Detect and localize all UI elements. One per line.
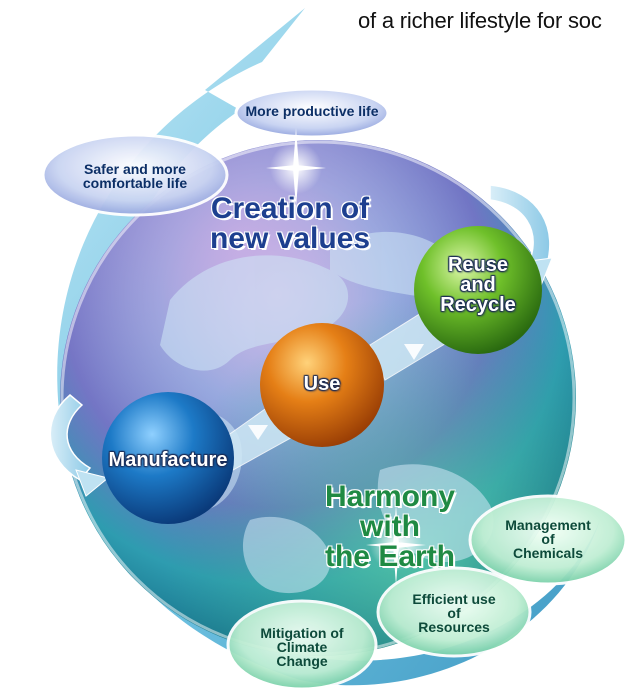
sphere-use	[260, 323, 384, 447]
sparkle-top	[266, 128, 326, 208]
label-line: More productive life	[245, 103, 379, 119]
label-line: Chemicals	[512, 545, 584, 561]
label-line: Recycle	[440, 294, 516, 316]
sphere-reuse-recycle	[414, 226, 542, 354]
label-line: Safer and more	[84, 161, 186, 177]
label-line: Mitigation of	[260, 625, 344, 641]
label-line: Reuse	[447, 254, 509, 276]
label-line: Manufacture	[108, 449, 228, 471]
band-arrow-2	[404, 344, 424, 360]
label-line: and	[460, 274, 496, 296]
label-manufacture: Manufacture	[98, 450, 238, 470]
heading-line: Creation of	[210, 192, 370, 225]
label-efficient-use-of-resources: Efficient use of Resources	[396, 592, 512, 634]
label-mitigation-of-climate-change: Mitigation of Climate Change	[244, 626, 360, 668]
heading-creation-of-new-values: Creation of new values	[200, 194, 380, 254]
label-line: Change	[276, 653, 328, 669]
label-line: Efficient use	[412, 591, 496, 607]
label-management-of-chemicals: Management of Chemicals	[490, 518, 606, 560]
label-more-productive-life: More productive life	[240, 104, 384, 118]
heading-harmony-with-the-earth: Harmony with the Earth	[300, 482, 480, 572]
sparkle-bottom	[366, 505, 426, 585]
label-line: comfortable life	[82, 175, 188, 191]
sphere-manufacture	[102, 392, 234, 524]
label-line: Use	[303, 373, 341, 395]
band-arrow-1	[248, 425, 268, 440]
label-reuse-and-recycle: Reuse and Recycle	[430, 255, 526, 315]
label-safer-comfortable-life: Safer and more comfortable life	[60, 162, 210, 190]
oval-safer-comfortable-life	[41, 133, 229, 217]
oval-efficient-use-of-resources	[376, 566, 532, 658]
heading-line: the Earth	[324, 540, 456, 573]
oval-management-of-chemicals	[468, 494, 628, 586]
label-use: Use	[282, 374, 362, 394]
heading-line: new values	[209, 222, 371, 255]
left-ribbon-arrowhead	[75, 469, 110, 497]
oval-more-productive-life	[234, 87, 390, 139]
oval-mitigation-of-climate-change	[226, 599, 378, 691]
header-text: of a richer lifestyle for soc	[358, 8, 602, 33]
label-line: Climate	[276, 639, 328, 655]
label-line: Resources	[418, 619, 490, 635]
label-line: of	[447, 605, 461, 621]
label-line: Management	[505, 517, 591, 533]
heading-line: Harmony with	[324, 480, 456, 543]
label-line: of	[541, 531, 555, 547]
